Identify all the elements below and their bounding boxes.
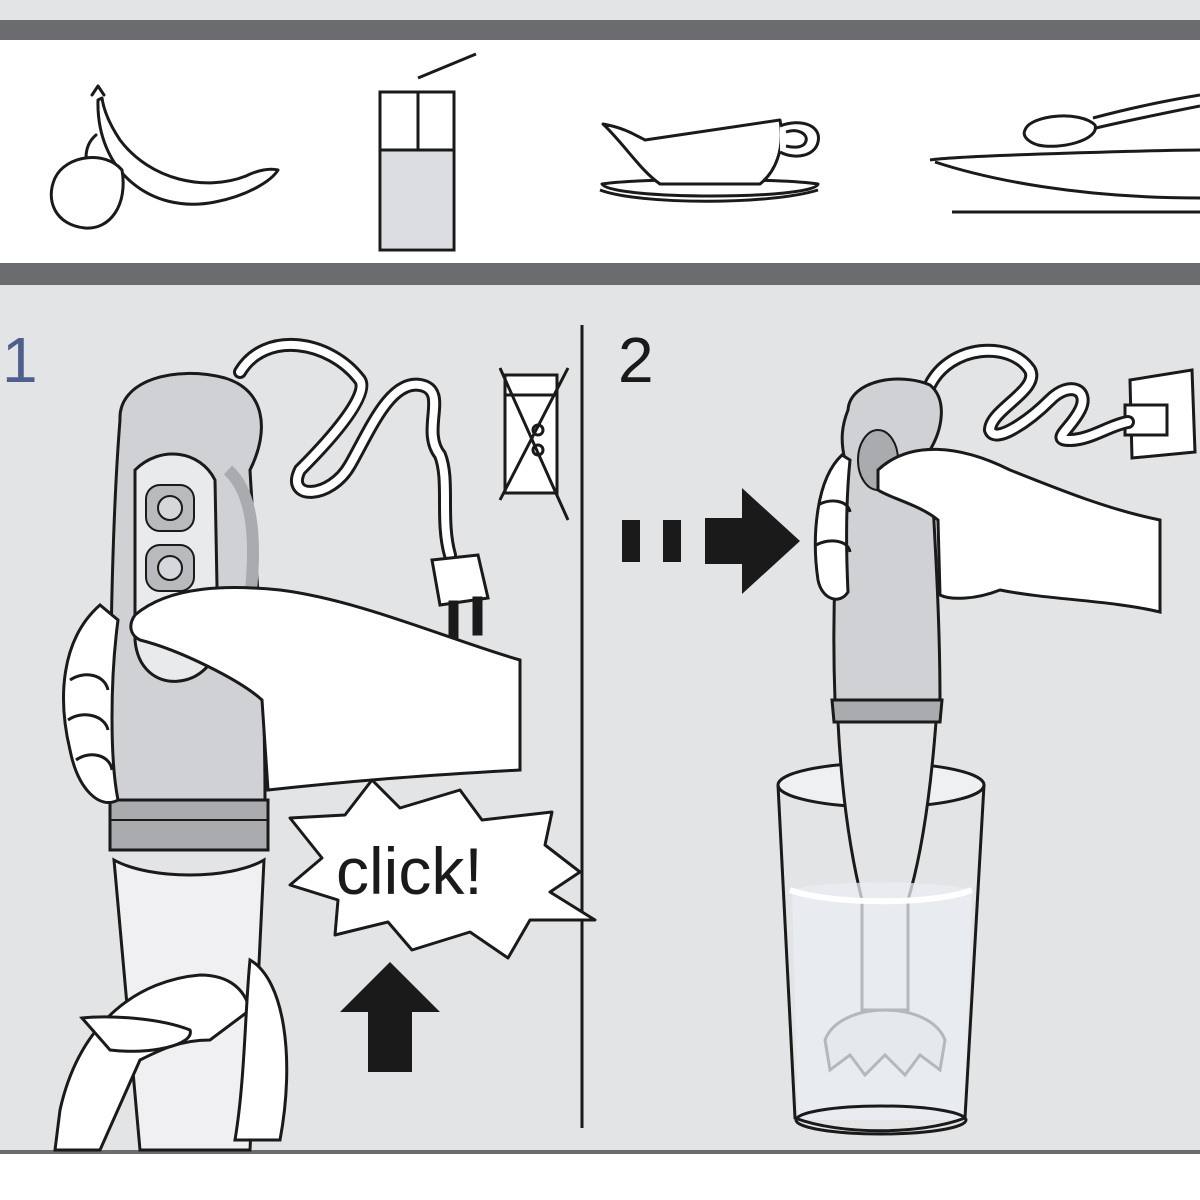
motor-unit [832,377,943,702]
click-callout-text: click! [336,834,483,908]
top-rule [0,20,1200,40]
step-1-number: 1 [2,324,38,396]
step-2-number: 2 [618,324,654,396]
step-1-illustration [53,337,597,1152]
no-dishwasher-icon [498,367,570,521]
top-band [0,0,1200,20]
hand-upper [129,586,522,792]
measuring-beaker [776,784,986,1133]
step-2-illustration [622,343,1197,1136]
drink-glass-icon [378,52,477,252]
hand [876,447,1162,614]
bottom-rule [0,1150,1200,1154]
gravy-boat-icon [599,118,820,203]
soup-plate-icon [929,93,1200,214]
plug-icon [430,553,490,640]
wall-socket-icon [1123,368,1197,460]
click-burst [288,778,597,960]
right-arrow-icon [622,488,800,594]
middle-rule [0,263,1200,285]
fruit-icon [49,84,280,230]
up-arrow-icon [340,962,440,1072]
